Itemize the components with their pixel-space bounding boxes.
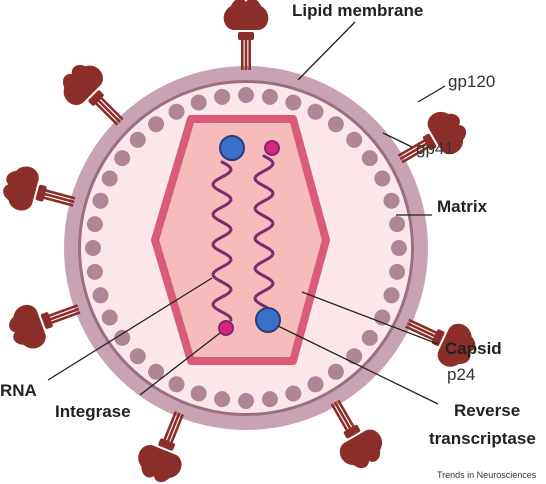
matrix-protein-dot [148, 116, 165, 133]
matrix-protein-dot [148, 363, 165, 380]
matrix-protein-dot [214, 391, 231, 408]
matrix-protein-dot [285, 385, 302, 402]
matrix-protein-dot [361, 329, 378, 346]
matrix-protein-dot [261, 88, 278, 105]
matrix-protein-dot [383, 192, 400, 209]
matrix-protein-dot [101, 309, 118, 326]
matrix-protein-dot [92, 287, 109, 304]
matrix-protein-dot [389, 216, 406, 233]
capsid-shape [151, 115, 330, 365]
label-gp120: gp120 [448, 72, 495, 91]
matrix-protein-dot [327, 363, 344, 380]
matrix-protein-dot [285, 94, 302, 111]
reverse-transcriptase-icon [255, 307, 281, 333]
matrix-protein-dot [129, 348, 146, 365]
label-reverse-transcriptase-line2: transcriptase [429, 429, 536, 448]
matrix-protein-dot [327, 116, 344, 133]
matrix-protein-dot [374, 170, 391, 187]
matrix-protein-dot [86, 263, 103, 280]
matrix-protein-dot [101, 170, 118, 187]
matrix-protein-dot [92, 192, 109, 209]
matrix-protein-dot [391, 240, 407, 256]
matrix-protein-dot [261, 391, 278, 408]
label-gp41: gp41 [416, 139, 454, 158]
journal-credit: Trends in Neurosciences [437, 470, 537, 480]
matrix-protein-dot [114, 150, 131, 167]
matrix-protein-dot [238, 393, 254, 409]
matrix-protein-dot [114, 329, 131, 346]
matrix-protein-dot [168, 103, 185, 120]
label-capsid: Capsid [445, 339, 502, 358]
label-lipid-membrane: Lipid membrane [292, 1, 423, 20]
integrase-icon [264, 140, 280, 156]
glycoprotein-spike-icon [223, 0, 269, 70]
rna-strand-left [211, 160, 233, 322]
matrix-protein-dot [346, 348, 363, 365]
matrix-protein-dot [85, 240, 101, 256]
matrix-protein-dot [346, 131, 363, 148]
matrix-protein-dot [86, 216, 103, 233]
label-rna: RNA [0, 381, 37, 400]
leader-lines [47, 21, 446, 405]
matrix-protein-dot [214, 88, 231, 105]
matrix-protein-dot [238, 87, 254, 103]
matrix-protein-dot [307, 103, 324, 120]
label-reverse-transcriptase-line1: Reverse [454, 401, 520, 420]
matrix-protein-dot [307, 376, 324, 393]
matrix-protein-dot [389, 263, 406, 280]
matrix-protein-dot [168, 376, 185, 393]
matrix-protein-dot [129, 131, 146, 148]
reverse-transcriptase-icon [219, 135, 245, 161]
matrix-protein-dot [383, 287, 400, 304]
label-matrix: Matrix [437, 197, 488, 216]
label-p24: p24 [447, 365, 475, 384]
matrix-protein-dot [190, 385, 207, 402]
matrix-protein-dot [361, 150, 378, 167]
matrix-protein-dot [190, 94, 207, 111]
rna-strand-right [253, 154, 275, 310]
integrase-icon [218, 320, 234, 336]
label-integrase: Integrase [55, 402, 131, 421]
